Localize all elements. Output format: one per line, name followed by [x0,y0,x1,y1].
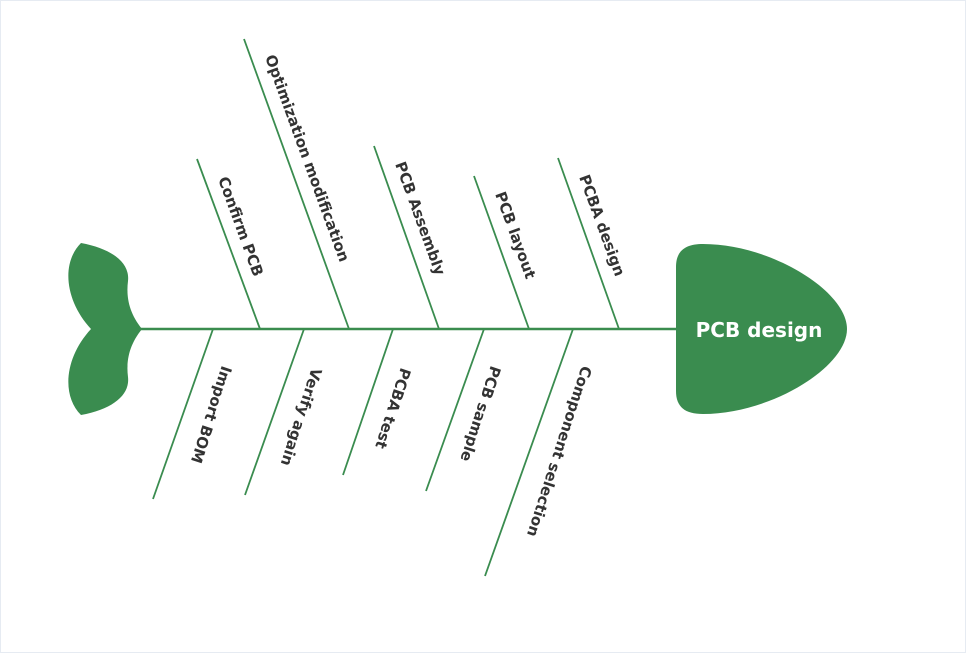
bone-label-optimization-modification: Optimization modification [261,52,353,264]
bone-label-verify-again: Verify again [277,366,326,468]
top-bone-optimization-modification: Optimization modification [243,38,353,330]
bottom-bone-import-bom: Import BOM [152,328,235,500]
bone-label-pcba-design: PCBA design [575,172,628,278]
bone-label-pcba-test: PCBA test [371,366,414,451]
fish-tail [68,243,142,415]
bone-label-pcb-layout: PCB layout [491,189,539,281]
bone-label-pcb-sample: PCB sample [456,364,504,464]
bottom-bone-verify-again: Verify again [244,328,326,496]
bottom-bone-component-selection: Component selection [484,328,595,577]
top-bone-pcba-design: PCBA design [557,157,629,330]
fish-head [676,244,847,414]
top-bone-confirm-pcb: Confirm PCB [196,158,267,330]
bone-label-import-bom: Import BOM [187,364,235,466]
head-label: PCB design [696,318,823,342]
top-bone-pcb-layout: PCB layout [473,175,539,330]
bone-label-component-selection: Component selection [523,364,595,539]
bottom-bone-pcb-sample: PCB sample [425,328,504,492]
bottom-bone-pcba-test: PCBA test [342,328,414,476]
top-bone-pcb-assembly: PCB Assembly [373,145,449,330]
